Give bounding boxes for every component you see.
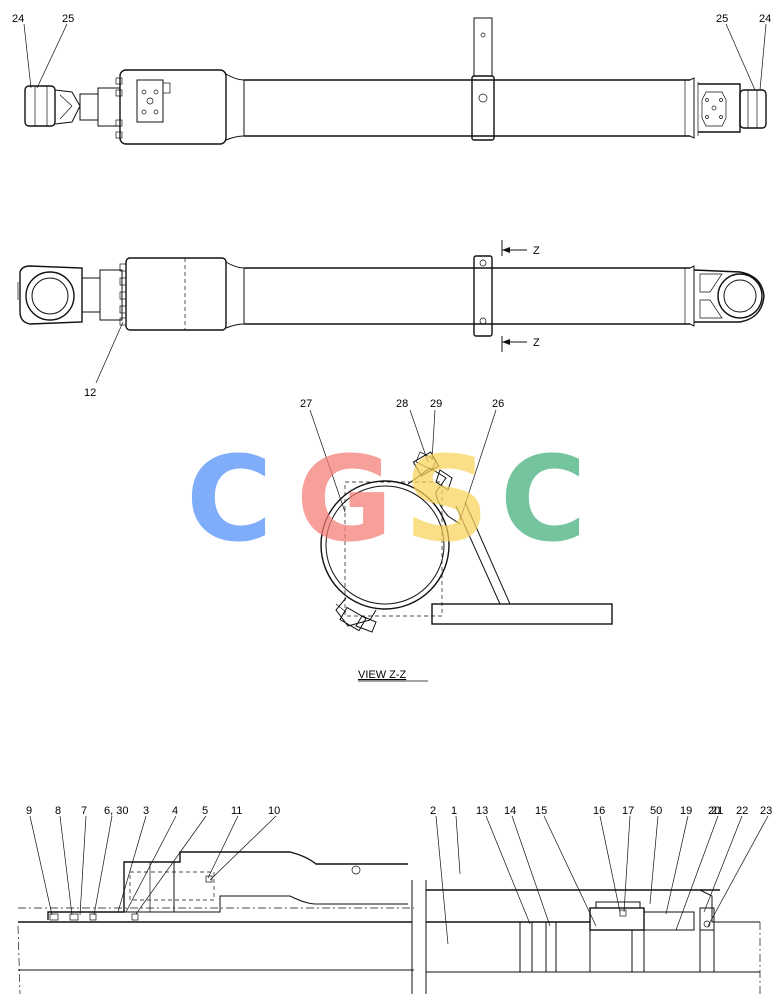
label-25-right: 25 <box>716 13 728 25</box>
section-label-50: 50 <box>650 805 662 817</box>
cylinder-side-view: Z Z 12 <box>17 240 765 399</box>
view-zz-clamp: 27 28 29 26 VIEW Z-Z <box>300 398 613 682</box>
section-label-10: 10 <box>268 805 280 817</box>
watermark-letter-s: S <box>404 430 489 568</box>
section-label-7: 7 <box>81 805 87 817</box>
view-zz-title: VIEW Z-Z <box>358 669 407 681</box>
section-view: 9 8 7 6, 30 3 4 5 11 10 2 1 13 14 15 16 … <box>17 805 772 995</box>
label-26: 26 <box>492 398 504 410</box>
label-24-left: 24 <box>12 13 24 25</box>
label-27: 27 <box>300 398 312 410</box>
watermark-letter-c1: C <box>186 430 273 568</box>
label-29: 29 <box>430 398 442 410</box>
section-label-9: 9 <box>26 805 32 817</box>
watermark-letter-g: G <box>296 430 393 568</box>
label-28: 28 <box>396 398 408 410</box>
section-label-23: 23 <box>760 805 772 817</box>
section-label-13: 13 <box>476 805 488 817</box>
cylinder-top-view: 24 25 25 24 <box>12 13 771 145</box>
label-12: 12 <box>84 387 96 399</box>
label-25-left: 25 <box>62 13 74 25</box>
section-label-19: 19 <box>680 805 692 817</box>
section-label-8: 8 <box>55 805 61 817</box>
section-label-14: 14 <box>504 805 516 817</box>
section-label-11: 11 <box>231 805 242 817</box>
section-label-17: 17 <box>622 805 634 817</box>
section-label-16: 16 <box>593 805 605 817</box>
label-z-top: Z <box>533 245 540 257</box>
label-24-right: 24 <box>759 13 771 25</box>
section-label-20: 20 <box>708 805 720 817</box>
section-label-1: 1 <box>451 805 457 817</box>
section-label-3: 3 <box>143 805 149 817</box>
watermark-letter-c2: C <box>500 430 587 568</box>
section-label-2: 2 <box>430 805 436 817</box>
section-label-4: 4 <box>172 805 178 817</box>
section-label-6-30: 6, 30 <box>104 805 128 817</box>
section-label-5: 5 <box>202 805 208 817</box>
label-z-bottom: Z <box>533 337 540 349</box>
section-label-22: 22 <box>736 805 748 817</box>
cgsc-watermark: C G S C <box>186 430 587 568</box>
section-label-15: 15 <box>535 805 547 817</box>
section-label-21: 21 <box>711 805 723 817</box>
